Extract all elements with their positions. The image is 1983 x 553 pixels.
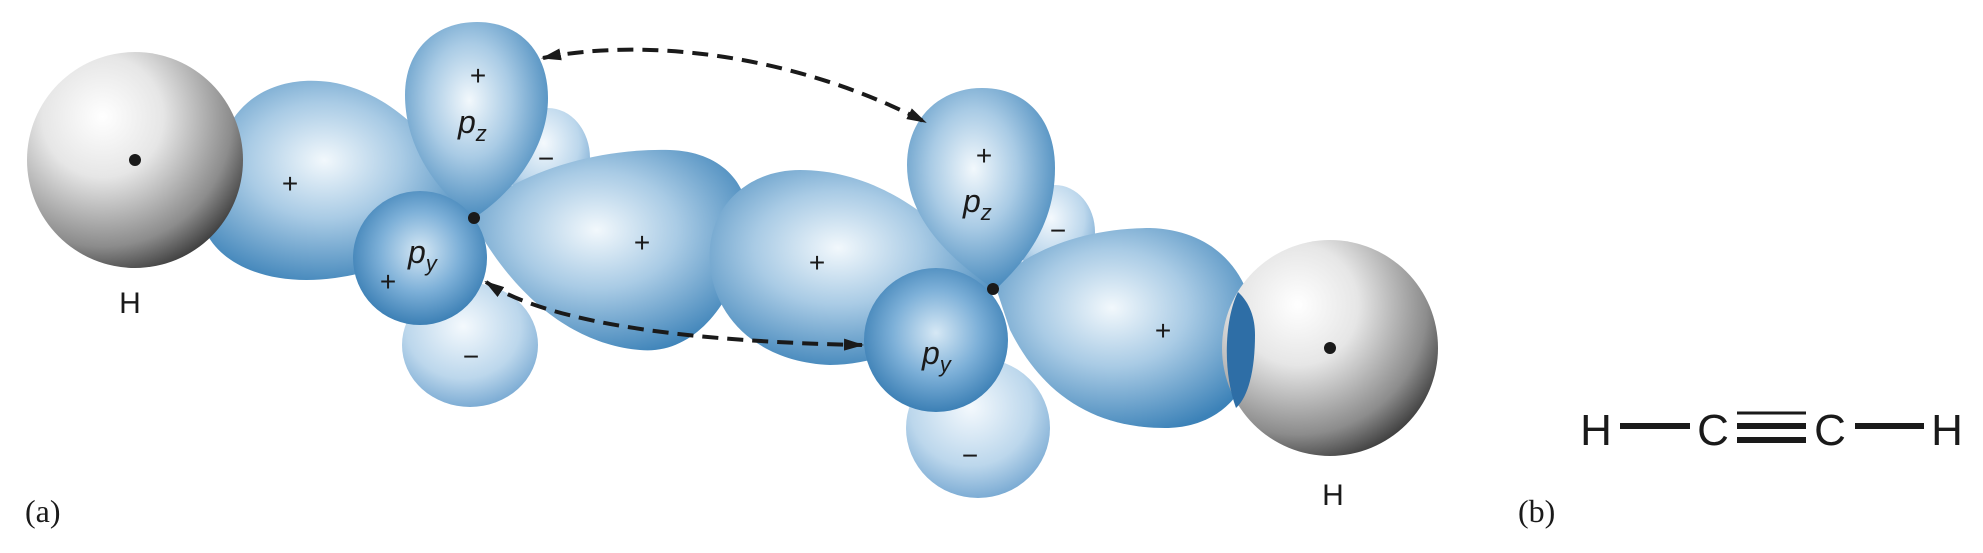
sign-left-h-sigma: +: [282, 168, 298, 199]
sign-left-py-back: −: [463, 341, 479, 372]
panel-b-label: (b): [1518, 493, 1555, 529]
formula-c-left: C: [1697, 406, 1729, 455]
right-c-nucleus: [987, 283, 999, 295]
sign-right-pz-top: +: [976, 140, 992, 171]
label-right-py: py: [921, 335, 953, 377]
label-right-pz: pz: [962, 183, 992, 225]
formula-c-right: C: [1814, 406, 1846, 455]
label-left-h-atom: H: [119, 287, 141, 320]
panel-a-label: (a): [25, 493, 61, 529]
label-left-py: py: [407, 234, 439, 276]
sign-left-pz-top: +: [470, 60, 486, 91]
left-pz-upper-lobe: [405, 22, 548, 218]
sign-left-py-front: +: [380, 266, 396, 297]
pz-overlap-arrow: [541, 47, 927, 124]
sign-right-pz-bottom: −: [1050, 215, 1066, 246]
panel-a: + + − + − + + + − − + pz py pz py: [25, 22, 1438, 529]
left-py-front-lobe: [353, 191, 487, 325]
sign-right-h-sigma: +: [1155, 315, 1171, 346]
left-h-nucleus: [129, 154, 141, 166]
sign-cc-sigma-right: +: [809, 247, 825, 278]
left-c-nucleus: [468, 212, 480, 224]
panel-b: H C C H (b): [1518, 406, 1963, 529]
right-h-sigma-lobe: [995, 228, 1255, 428]
py-overlap-arrow: [484, 280, 864, 351]
acetylene-structural-formula: H C C H: [1580, 406, 1963, 455]
right-h-overlap-region: [1226, 292, 1255, 408]
formula-h-left: H: [1580, 406, 1612, 455]
formula-h-right: H: [1931, 406, 1963, 455]
right-py-front-lobe: [864, 268, 1008, 412]
label-left-pz: pz: [457, 104, 487, 146]
right-pz-upper-lobe: [907, 88, 1055, 290]
sign-left-pz-bottom: −: [538, 143, 554, 174]
sign-cc-sigma-left: +: [634, 227, 650, 258]
right-h-nucleus: [1324, 342, 1336, 354]
label-right-h-atom: H: [1322, 479, 1344, 512]
sign-right-py-back: −: [962, 440, 978, 471]
